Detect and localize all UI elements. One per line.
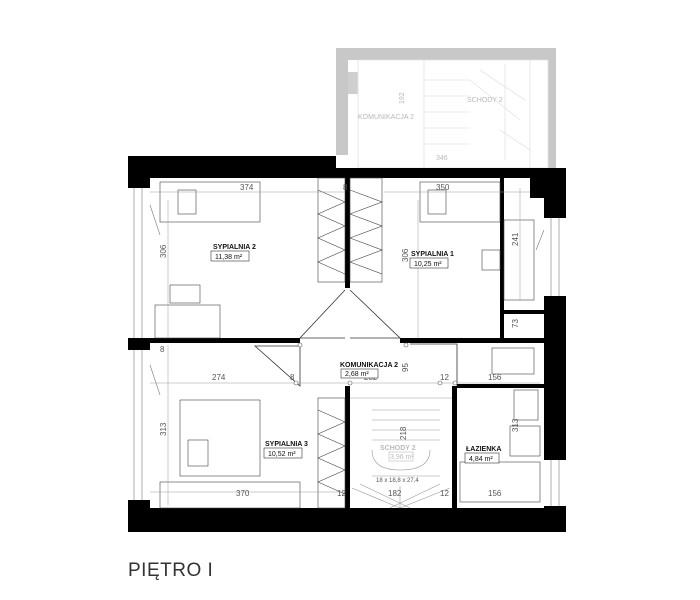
room-name-sypialnia3: SYPIALNIA 3 — [265, 441, 308, 448]
dim-label: 313 — [159, 422, 168, 436]
dim-label: 313 — [511, 418, 520, 432]
dimension-lines — [150, 188, 540, 505]
dim-label: 12 — [337, 489, 346, 498]
ghost-wall-right — [548, 48, 556, 168]
washbasin — [491, 347, 535, 375]
ghost-area: KOMUNIKACJA 2 SCHODY 2 192 346 — [336, 48, 556, 169]
door-sypialnia2 — [299, 289, 346, 339]
bathtub — [459, 461, 541, 503]
dim-label: 306 — [159, 244, 168, 258]
dim-label: 8 — [290, 373, 295, 382]
dim-label: 370 — [236, 489, 250, 498]
dim-label: 156 — [488, 489, 502, 498]
wall-sypialnia2-bottom — [150, 338, 300, 343]
wall-sypialnia1-bottom — [400, 338, 544, 343]
room-area-lazienka: 4,84 m² — [469, 456, 493, 463]
wardrobes — [317, 177, 383, 509]
dim-label: 241 — [511, 232, 520, 246]
dim-label: 12 — [440, 373, 449, 382]
room-area-sypialnia3: 10,52 m² — [268, 451, 296, 458]
dim-label: 8 — [160, 345, 165, 354]
wall-center-vertical-upper — [345, 178, 350, 288]
wall-stair-left — [345, 386, 350, 508]
room-name-schody2: SCHODY 2 — [380, 445, 416, 452]
dim-label: 374 — [240, 183, 254, 192]
door-sypialnia3 — [253, 345, 301, 387]
floor-title: PIĘTRO I — [128, 560, 213, 581]
dim-label: 156 — [488, 373, 502, 382]
room-name-komunikacja2: KOMUNIKACJA 2 — [340, 362, 398, 369]
room-area-box — [409, 257, 449, 269]
room-area-box — [210, 250, 250, 262]
ghost-dimension: 192 — [399, 92, 406, 104]
room-labels: SYPIALNIA 2 11,38 m² SYPIALNIA 1 10,25 m… — [210, 244, 501, 464]
windows — [128, 188, 566, 506]
dim-label: 350 — [436, 183, 450, 192]
room-area-box — [388, 451, 414, 462]
doors — [253, 289, 458, 387]
ghost-dimension: 346 — [436, 155, 448, 162]
room-area-box — [464, 452, 500, 464]
stairs — [350, 397, 452, 509]
room-name-lazienka: ŁAZIENKA — [466, 446, 501, 453]
window-right-lower — [544, 460, 566, 506]
dim-label: 274 — [212, 373, 226, 382]
window-left-lower — [128, 350, 150, 500]
dim-label: 73 — [511, 319, 520, 328]
dim-label: 8 — [343, 183, 348, 192]
interior-walls — [150, 178, 544, 508]
room-area-komunikacja2: 2,68 m² — [345, 371, 369, 378]
room-area-schody2: 3,96 m² — [390, 454, 414, 461]
bed-sypialnia2 — [159, 181, 261, 223]
ghost-stair-lines — [424, 64, 531, 160]
window-right-upper — [544, 218, 566, 296]
room-area-sypialnia2: 11,38 m² — [215, 254, 243, 261]
room-area-sypialnia1: 10,25 m² — [414, 261, 442, 268]
desk-sypialnia2 — [154, 304, 221, 339]
dim-label: 218 — [399, 426, 408, 440]
dim-label: 182 — [388, 489, 402, 498]
furniture — [154, 181, 541, 509]
desk-sypialnia1 — [503, 219, 535, 301]
desk-sypialnia3 — [159, 481, 301, 509]
ghost-room-name: KOMUNIKACJA 2 — [358, 114, 414, 121]
room-name-sypialnia1: SYPIALNIA 1 — [411, 251, 454, 258]
toilet — [513, 389, 539, 421]
window-left-upper — [128, 188, 150, 338]
dim-label: 12 — [440, 489, 449, 498]
room-name-sypialnia2: SYPIALNIA 2 — [213, 244, 256, 251]
dim-label: 95 — [401, 363, 410, 372]
room-area-box — [263, 447, 303, 459]
shower-unit — [509, 425, 541, 457]
ghost-pillar — [348, 72, 358, 94]
wall-right-rooms-divider — [500, 178, 504, 338]
door-lazienka — [410, 343, 458, 386]
ghost-wall — [336, 48, 556, 155]
wall-bottom — [128, 508, 566, 532]
wall-top-right — [336, 168, 566, 178]
dimension-labels: 374 8 350 306 306 241 73 8 8 274 282 12 … — [159, 183, 520, 498]
door-sypialnia1 — [349, 289, 401, 339]
wall-top — [128, 156, 336, 178]
wall-closet — [504, 310, 544, 314]
wall-bathroom-top — [457, 384, 544, 388]
ghost-stair-name: SCHODY 2 — [467, 97, 503, 104]
dimension-ticks — [293, 342, 458, 386]
bed-sypialnia3 — [179, 399, 261, 477]
dim-label: 306 — [401, 248, 410, 262]
room-area-box — [340, 368, 379, 379]
stair-spec: 18 x 18,8 x 27,4 — [376, 478, 419, 484]
bed-sypialnia1 — [419, 181, 501, 223]
wall-stair-right — [452, 386, 457, 508]
